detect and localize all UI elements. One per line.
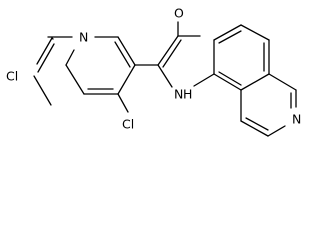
bond <box>117 36 136 66</box>
bond <box>213 73 242 91</box>
bond <box>245 117 269 131</box>
atom-h-amide: H <box>183 87 192 102</box>
bond <box>114 41 131 68</box>
amide-group <box>134 21 201 88</box>
bond <box>218 30 242 44</box>
atom-n-pyridine: N <box>79 30 88 45</box>
quinoline-ring <box>193 24 297 137</box>
bond <box>117 64 136 95</box>
bond <box>37 43 55 73</box>
bond <box>65 49 75 66</box>
structure-canvas: Cl N O N H Cl N <box>6 6 301 137</box>
bond <box>162 39 182 68</box>
atom-o-carbonyl: O <box>174 6 184 21</box>
bond <box>240 24 270 41</box>
atom-cl-left: Cl <box>6 69 18 84</box>
bond <box>213 24 242 41</box>
bond <box>65 64 85 95</box>
molecule-drawing: Cl N O N H Cl N <box>6 6 301 137</box>
bond <box>268 73 297 91</box>
bond <box>157 35 179 66</box>
bond <box>267 125 286 137</box>
bond <box>157 64 173 88</box>
atom-n-amide: N <box>174 87 183 102</box>
atom-n-quinoline: N <box>292 112 301 127</box>
bond <box>218 71 242 86</box>
bond <box>240 73 270 91</box>
bond <box>51 37 54 40</box>
bond <box>193 73 215 87</box>
pyridine-ring <box>33 36 136 113</box>
bond <box>33 75 52 106</box>
atom-cl-bottom: Cl <box>122 117 134 132</box>
bond <box>240 120 269 137</box>
bond <box>117 93 129 113</box>
bond <box>36 37 53 65</box>
